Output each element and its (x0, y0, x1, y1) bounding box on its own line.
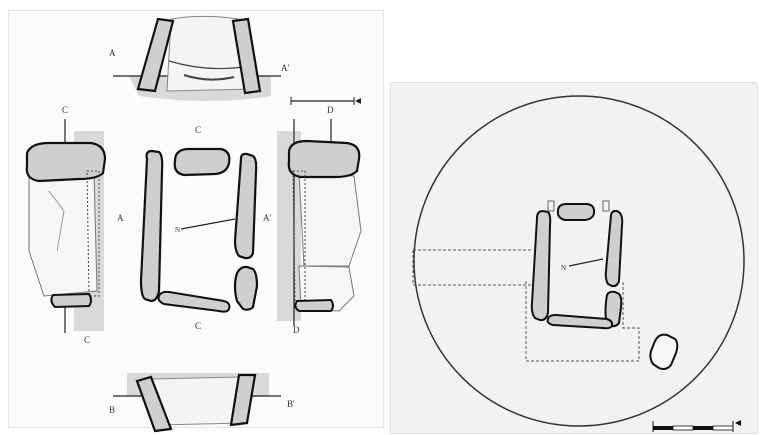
plan-east-upright (233, 152, 258, 260)
scale-bar-left (290, 97, 361, 105)
section-a-upright-left (136, 17, 175, 93)
outlying-stone (649, 333, 679, 370)
plan-capstone-north (173, 147, 231, 177)
elevation-d-small-stone (294, 298, 334, 312)
plan-label-c-bottom: C (195, 321, 201, 331)
elevation-d-capstone (287, 139, 361, 179)
site-plan-svg: N (412, 95, 745, 432)
section-a-upright-right (231, 17, 262, 95)
elevation-c-small-stone (50, 292, 92, 309)
plan-label-c-top: C (195, 125, 201, 135)
plan-label-a-right: A' (263, 213, 271, 223)
plan-east-small-stone (233, 265, 259, 311)
site-west-upright (530, 209, 552, 322)
section-b-upright-left (135, 375, 173, 433)
scale-bar-right (652, 420, 741, 432)
plan-north-arrow-line (180, 218, 236, 230)
dolmen-elevation-plan-sheet: A A' C C (8, 10, 384, 433)
site-capstone (556, 203, 596, 221)
elevation-c-label-top: C (62, 105, 68, 115)
plan-view: N A A' C C (117, 125, 271, 331)
north-arrow-icon (355, 98, 361, 104)
site-north-label: N (561, 264, 566, 272)
elevation-c-capstone (25, 141, 107, 183)
elevation-c-view: C C (25, 105, 107, 345)
site-dolmen-plan: N (530, 200, 624, 330)
plan-north-label: N (175, 226, 180, 234)
elevation-d-label-top: D (327, 105, 334, 115)
section-b-view: B B' (109, 373, 295, 433)
section-b-upright-right (229, 373, 257, 427)
dolmen-drawing-svg: A A' C C (25, 15, 362, 433)
site-plan-sheet: N (390, 82, 758, 434)
elevation-c-label-bottom: C (84, 335, 90, 345)
elevation-d-view: D D (277, 105, 362, 335)
section-a-label-right: A' (281, 63, 289, 73)
elevation-d-label-bottom: D (293, 325, 300, 335)
site-south-slab (546, 313, 614, 330)
elevation-d-stone-face (298, 172, 362, 267)
section-a-label-left: A (109, 48, 116, 58)
elevation-d-shadow (277, 131, 301, 321)
plan-south-slab (157, 290, 231, 313)
section-b-label-left: B (109, 405, 115, 415)
section-a-view: A A' (109, 15, 289, 101)
plan-label-a-left: A (117, 213, 124, 223)
site-north-arrow-line (568, 258, 604, 267)
plan-west-upright (139, 149, 164, 303)
section-b-label-right: B' (287, 399, 295, 409)
excavation-outline (412, 249, 640, 362)
site-north-arrow-icon (735, 420, 741, 426)
enclosure-circle (413, 95, 745, 427)
section-a-crack-2 (183, 74, 235, 81)
elevation-c-hidden-upright (86, 170, 100, 297)
site-east-upright (604, 209, 624, 288)
